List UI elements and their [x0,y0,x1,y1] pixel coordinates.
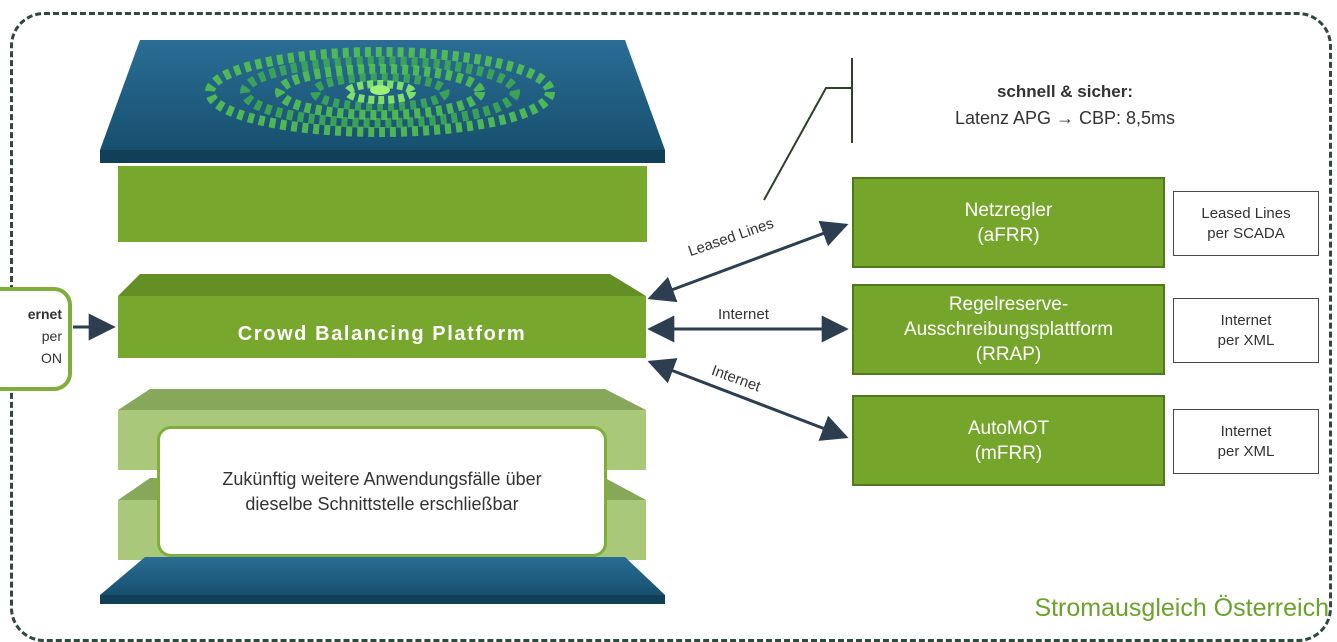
edge-label-rrap: Internet [718,306,769,323]
protocol-netzregler-line1: Leased Lines [1201,204,1291,222]
upper-green-slab [118,166,647,242]
target-rrap-name2: Ausschreibungsplattform [903,319,1114,340]
callout-leader [763,87,852,201]
target-automot: AutoMOT (mFRR) [852,395,1165,486]
platform-block [118,274,646,358]
platform-label: Crowd Balancing Platform [237,322,527,345]
target-rrap: Regelreserve- Ausschreibungsplattform (R… [852,284,1165,375]
protocol-netzregler: Leased Lines per SCADA [1173,191,1319,256]
target-netzregler-sub: (aFRR) [977,224,1040,246]
target-rrap-sub: (RRAP) [975,344,1042,365]
link-netzregler [647,220,849,303]
protocol-automot-line2: per XML [1217,442,1275,460]
footer-title: Stromausgleich Österreich [1034,594,1329,622]
bottom-tile [100,557,665,604]
crowd-dots [205,47,555,137]
target-automot-name: AutoMOT [967,417,1050,439]
protocol-rrap: Internet per XML [1173,298,1319,363]
target-netzregler-name: Netzregler [964,199,1053,221]
callout-body: Latenz APG → CBP: 8,5ms [954,108,1176,128]
target-netzregler: Netzregler (aFRR) [852,177,1165,268]
target-rrap-name: Regelreserve- [948,294,1069,315]
callout-title: schnell & sicher: [996,82,1134,101]
future-box: Zukünftig weitere Anwendungsfälle über d… [157,426,607,557]
source-box: ernet per ON [0,287,72,391]
protocol-automot-line1: Internet [1220,422,1272,440]
protocol-netzregler-line2: per SCADA [1207,224,1285,242]
source-line3: ON [41,350,62,366]
protocol-rrap-line1: Internet [1220,311,1272,329]
source-line1: ernet [27,306,62,322]
top-tile [100,40,665,163]
future-line2: dieselbe Schnittstelle erschließbar [245,493,519,514]
link-automot [647,358,849,441]
future-line1: Zukünftig weitere Anwendungsfälle über [222,468,542,489]
source-line2: per [41,328,62,344]
protocol-automot: Internet per XML [1173,409,1319,474]
protocol-rrap-line2: per XML [1217,331,1275,349]
target-automot-sub: (mFRR) [974,442,1043,464]
